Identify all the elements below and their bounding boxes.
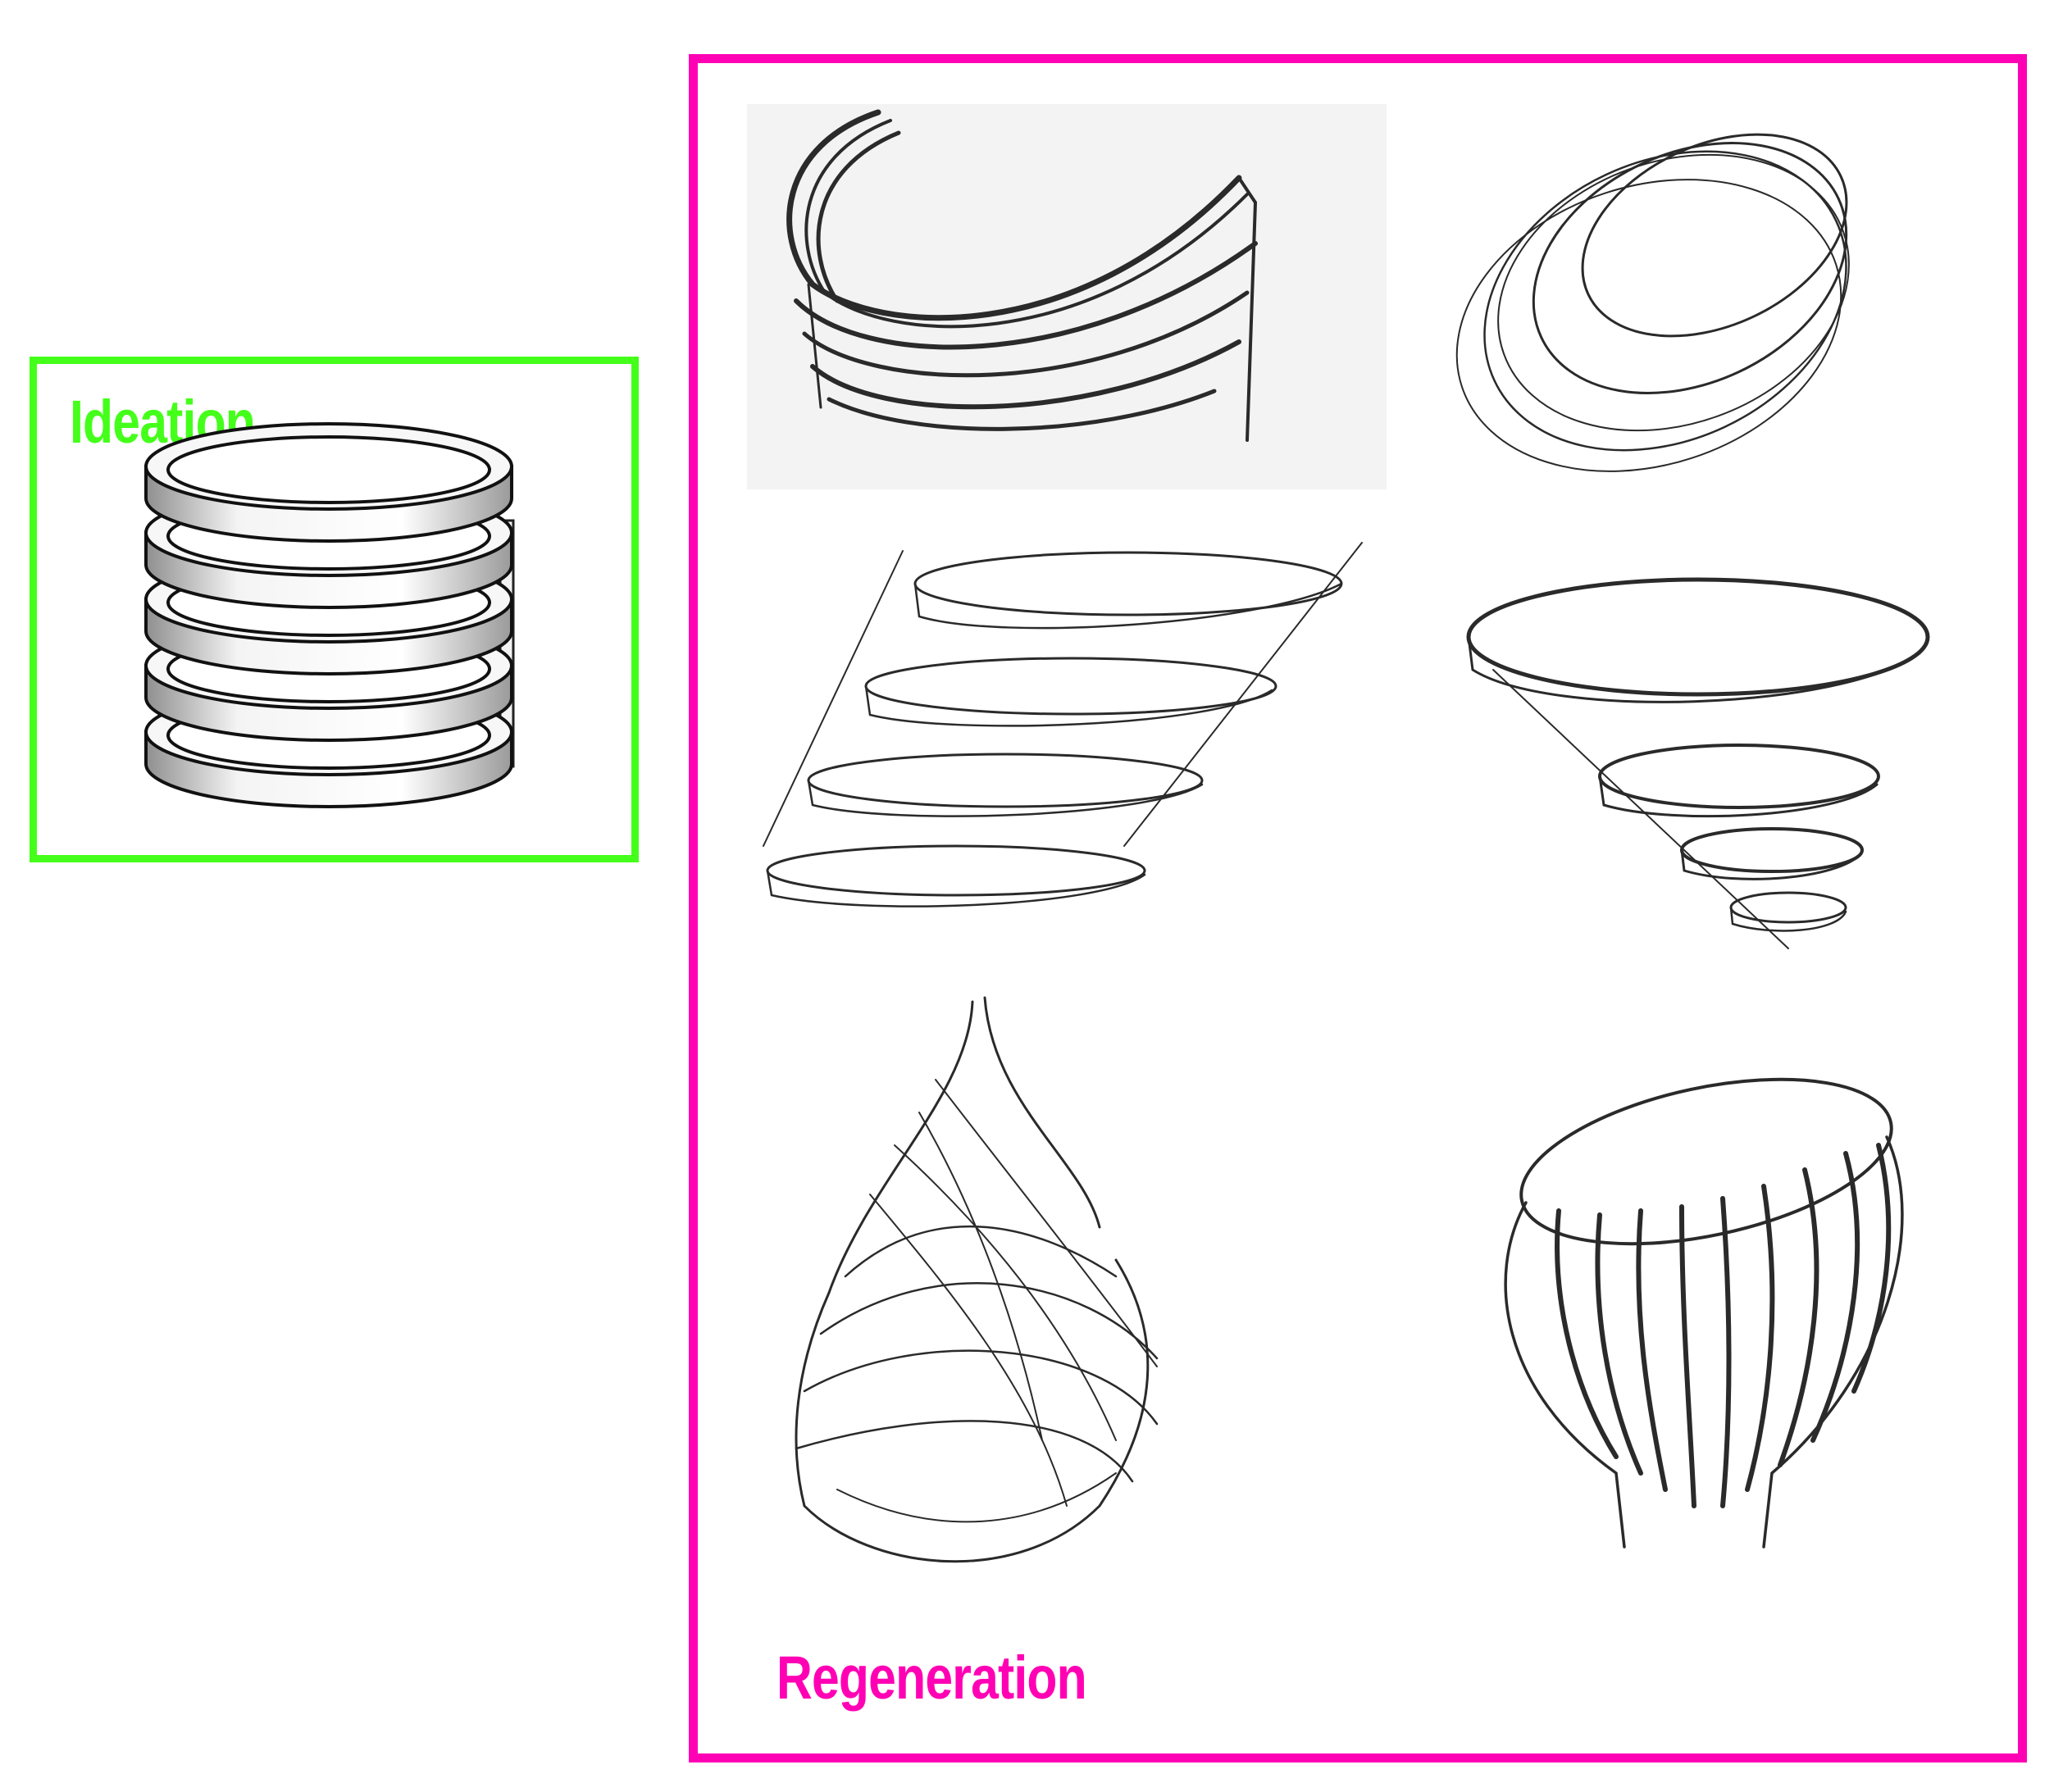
ideation-panel: Ideation — [30, 357, 639, 862]
nested-ovals-sketch — [1455, 133, 1850, 472]
stacked-rings-model — [144, 422, 515, 808]
curved-band-sketch — [747, 104, 1387, 489]
regeneration-label: Regeneration — [776, 1644, 1087, 1712]
tiered-discs-sketch — [1466, 577, 1930, 949]
stacked-discs-sketch — [763, 542, 1363, 907]
teardrop-swirl-sketch — [795, 996, 1159, 1563]
ribbed-vase-sketch — [1504, 1077, 1904, 1549]
regeneration-panel: Regeneration — [689, 54, 2027, 1762]
